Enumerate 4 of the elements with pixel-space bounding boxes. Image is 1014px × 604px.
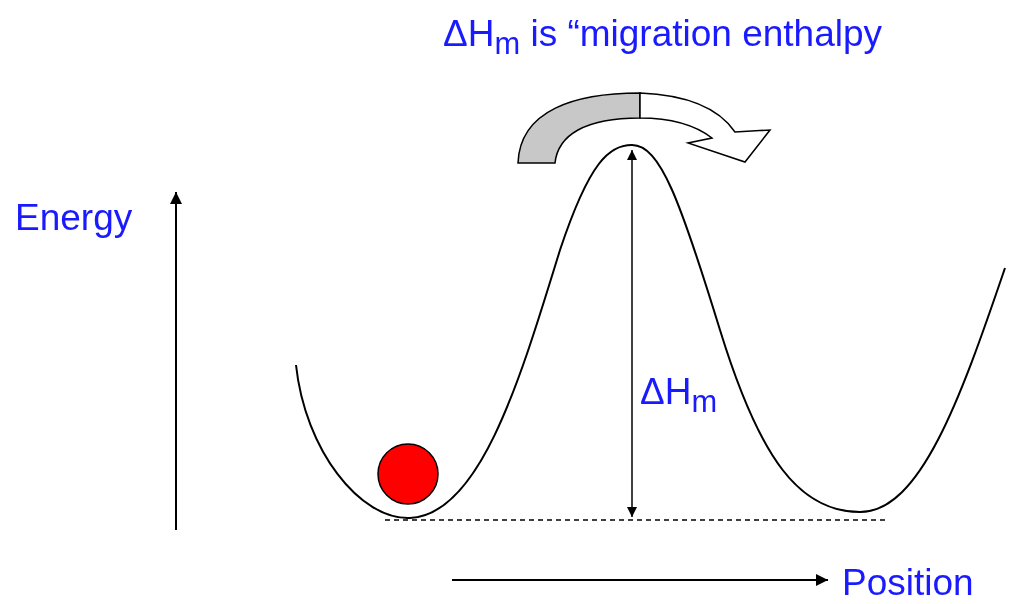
enthalpy-label: ΔH$_{m}$ xyxy=(640,372,718,420)
axis-label: Energy xyxy=(15,198,133,239)
axis-label: Position xyxy=(842,563,974,604)
title: ΔH$_{m}$ is “migration enthalpy xyxy=(443,14,883,62)
